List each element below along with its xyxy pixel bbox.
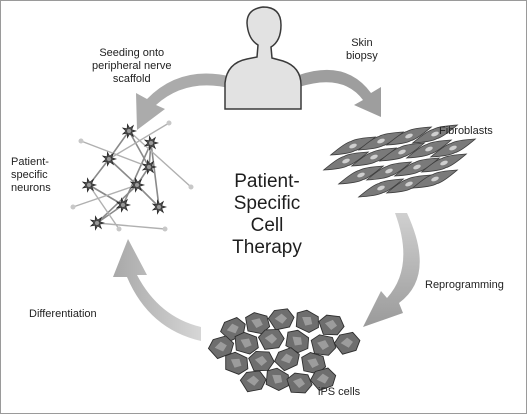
neuron-axon xyxy=(88,184,120,230)
neuron-terminal xyxy=(166,120,172,126)
arrow-reprogramming xyxy=(363,213,420,327)
ips-cell xyxy=(234,331,259,355)
neuron-axon xyxy=(150,142,160,208)
neuron-soma xyxy=(101,151,118,167)
ips-cell xyxy=(310,334,337,356)
ips-cell xyxy=(274,347,300,372)
neuron-terminal xyxy=(78,138,84,144)
neuron-axon xyxy=(122,142,152,206)
ips-cell xyxy=(333,331,361,355)
ips-cell xyxy=(245,312,271,335)
arrow-person-to-neurons xyxy=(136,73,233,130)
neuron-axon xyxy=(96,184,138,224)
label-skin-biopsy: Skin biopsy xyxy=(346,37,378,62)
arrow-skin-biopsy xyxy=(299,69,381,117)
ips-cell xyxy=(301,352,327,375)
label-ips-cells: iPS cells xyxy=(318,386,361,398)
neuron-axon xyxy=(96,222,166,230)
neuron-axon xyxy=(80,140,150,168)
ips-cell xyxy=(295,309,319,333)
ips-cell xyxy=(318,314,345,336)
ips-cell xyxy=(285,329,310,354)
neuron-terminal xyxy=(70,204,76,210)
neuron-axon xyxy=(96,204,124,224)
patient-person-icon xyxy=(224,6,302,110)
ips-cell xyxy=(309,367,337,392)
ips-cell xyxy=(286,372,313,394)
label-seeding: Seeding onto peripheral nerve scaffold xyxy=(92,47,172,85)
arrow-ips-to-neurons xyxy=(113,239,201,341)
ips-cell xyxy=(225,351,249,375)
patient-neurons xyxy=(70,120,194,232)
neuron-soma xyxy=(89,215,106,231)
fibroblast-cell xyxy=(411,169,459,189)
neuron-terminal xyxy=(116,226,122,232)
neuron-processes xyxy=(70,120,194,232)
ips-cell xyxy=(207,335,235,360)
ips-cells xyxy=(207,308,361,394)
neuron-axon xyxy=(128,130,192,188)
ips-cell xyxy=(265,367,289,392)
ips-cell xyxy=(248,351,275,372)
fibroblast-cell xyxy=(411,124,459,144)
neuron-soma xyxy=(141,159,158,175)
neuron-soma xyxy=(115,197,132,213)
ips-cell xyxy=(267,308,295,331)
neuron-soma xyxy=(129,177,146,193)
neuron-axon xyxy=(108,122,170,160)
ips-cell xyxy=(257,328,285,350)
label-fibroblasts: Fibroblasts xyxy=(439,125,493,137)
label-neurons: Patient- specific neurons xyxy=(11,156,51,194)
ips-cell xyxy=(239,370,267,393)
neuron-soma xyxy=(151,199,168,215)
label-differentiation: Differentiation xyxy=(29,308,97,320)
neuron-soma xyxy=(121,123,138,139)
neuron-soma xyxy=(143,135,160,151)
neuron-axon xyxy=(72,184,138,208)
label-reprogramming: Reprogramming xyxy=(425,279,504,291)
center-title: Patient- Specific Cell Therapy xyxy=(232,171,302,258)
neuron-terminal xyxy=(188,184,194,190)
neuron-terminal xyxy=(162,226,168,232)
neuron-axon xyxy=(128,130,150,168)
neuron-soma xyxy=(81,177,98,193)
neuron-axon xyxy=(108,158,138,186)
